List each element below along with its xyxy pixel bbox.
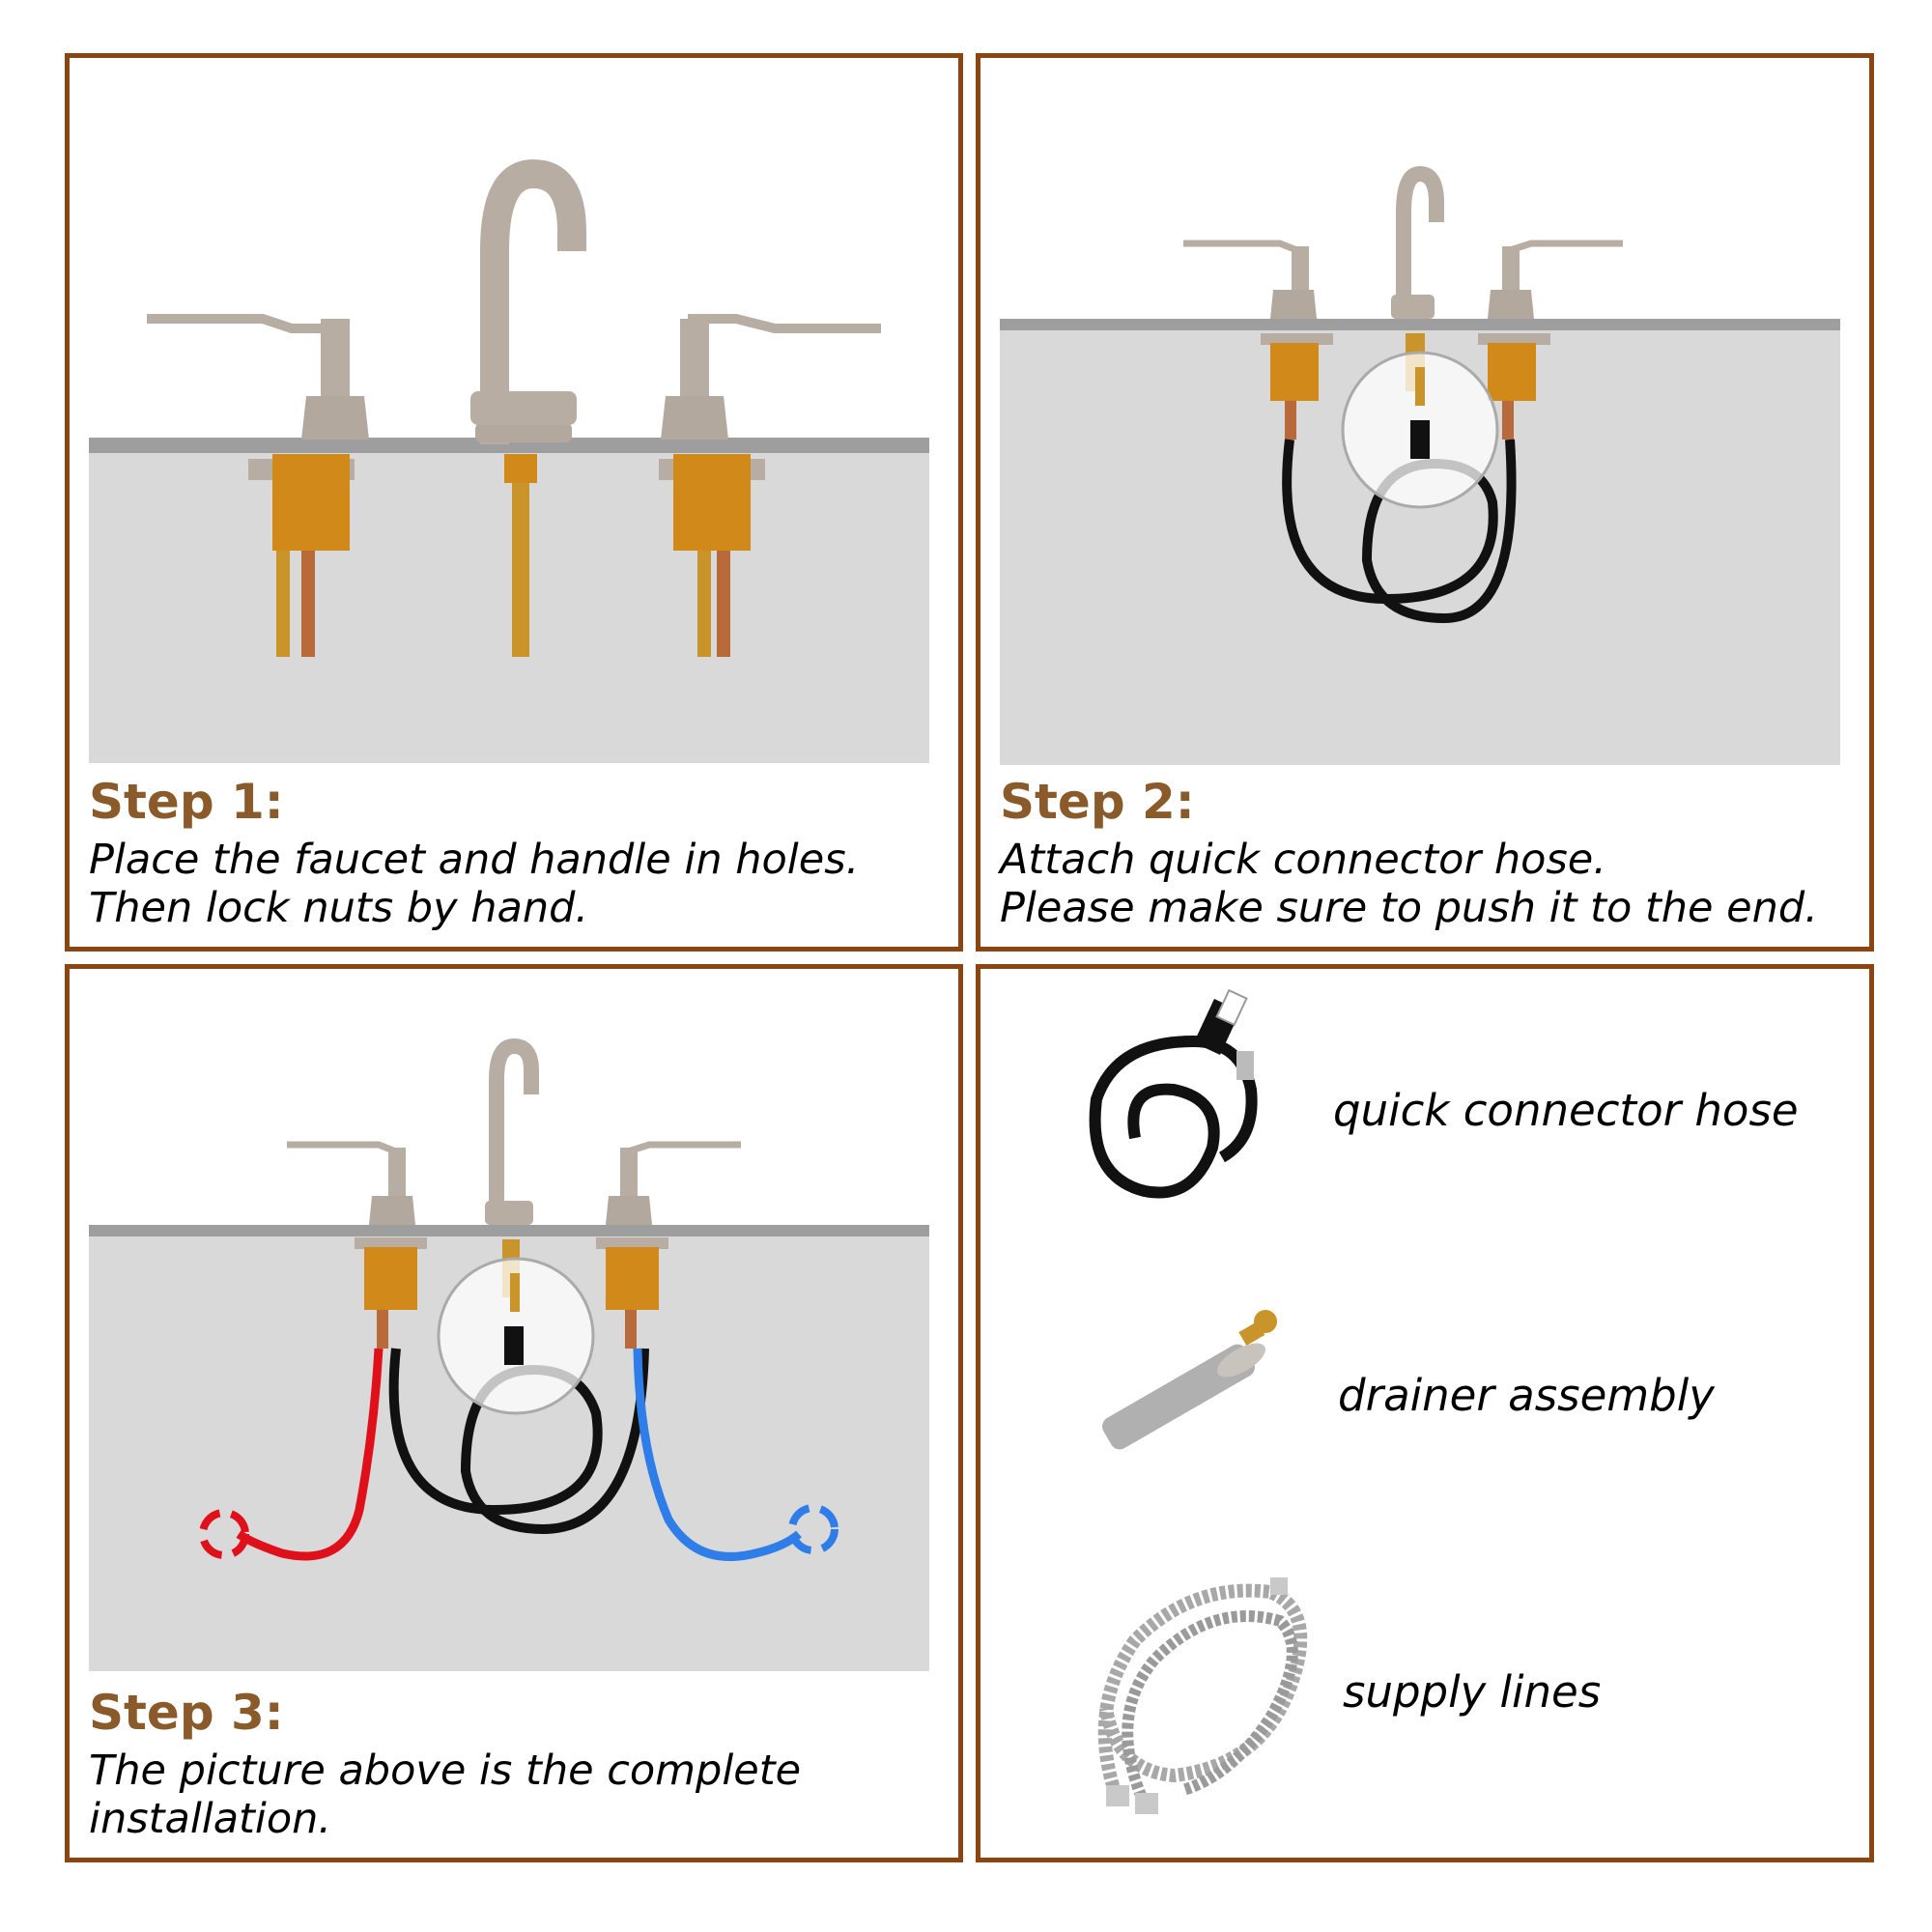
step-2-line-2: Please make sure to push it to the end. [1000,884,1818,932]
step-3-title: Step 3: [89,1685,284,1741]
step-1-line-1: Place the faucet and handle in holes. [89,836,860,884]
left-handle-icon [1183,240,1333,440]
hot-supply-line-icon [199,1348,384,1561]
step-2-panel: Step 2: Attach quick connector hose. Ple… [976,53,1874,952]
right-handle-icon [1478,240,1623,440]
step-1-text: Place the faucet and handle in holes. Th… [89,836,859,932]
hose-icon [1089,988,1258,1199]
step-2-title: Step 2: [1000,774,1195,830]
countertop [89,1225,929,1236]
right-handle-icon [596,1141,741,1349]
right-handle-icon [659,314,881,657]
step-1-illustration [89,158,929,763]
connector-icon [504,1273,524,1365]
cold-supply-line-icon [633,1348,838,1561]
countertop [89,438,929,453]
left-handle-icon [147,314,369,657]
part-label-supply: supply lines [1343,1666,1602,1718]
parts-panel: quick connector hose drainer assembly su… [976,964,1874,1862]
drain-icon [1102,1310,1277,1450]
step-2-text: Attach quick connector hose. Please make… [1000,836,1818,932]
step-3-line-1: The picture above is the complete [89,1747,802,1795]
part-label-hose: quick connector hose [1333,1085,1799,1136]
step-3-panel: Step 3: The picture above is the complet… [65,964,963,1862]
cabinet [89,444,929,763]
step-3-line-2: installation. [89,1795,332,1843]
step-3-text: The picture above is the complete instal… [89,1747,801,1843]
part-label-drain: drainer assembly [1338,1370,1715,1421]
spout-icon [470,158,586,657]
step-1-title: Step 1: [89,774,284,830]
step-2-illustration [1000,165,1840,765]
step-3-illustration [89,1037,929,1671]
connector-icon [1410,367,1430,459]
step-2-line-1: Attach quick connector hose. [1000,836,1606,884]
countertop [1000,319,1840,330]
step-1-panel: Step 1: Place the faucet and handle in h… [65,53,963,952]
step-1-line-2: Then lock nuts by hand. [89,884,589,932]
left-handle-icon [287,1141,427,1349]
supply-lines-icon [1097,1577,1308,1814]
